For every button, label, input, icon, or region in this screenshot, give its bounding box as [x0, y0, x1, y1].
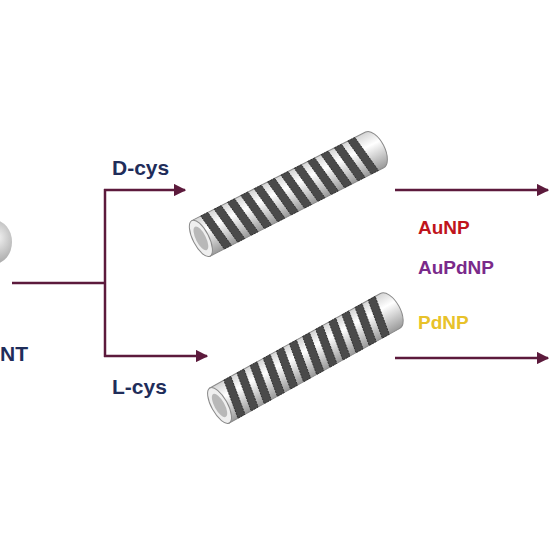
component-label: NT [0, 343, 28, 364]
helical-tube [185, 128, 393, 260]
helical-tube [203, 289, 409, 427]
arrow [104, 355, 207, 358]
nanotube-end [0, 220, 12, 264]
feed-line [12, 282, 105, 285]
arrow [104, 189, 185, 192]
arrow [395, 357, 548, 360]
branch-line [104, 189, 107, 357]
product-label: AuPdNP [418, 258, 494, 277]
reagent-label: D-cys [112, 157, 169, 178]
product-label: PdNP [418, 313, 469, 332]
product-label: AuNP [418, 218, 470, 237]
reagent-label: L-cys [112, 376, 167, 397]
arrow [395, 189, 548, 192]
